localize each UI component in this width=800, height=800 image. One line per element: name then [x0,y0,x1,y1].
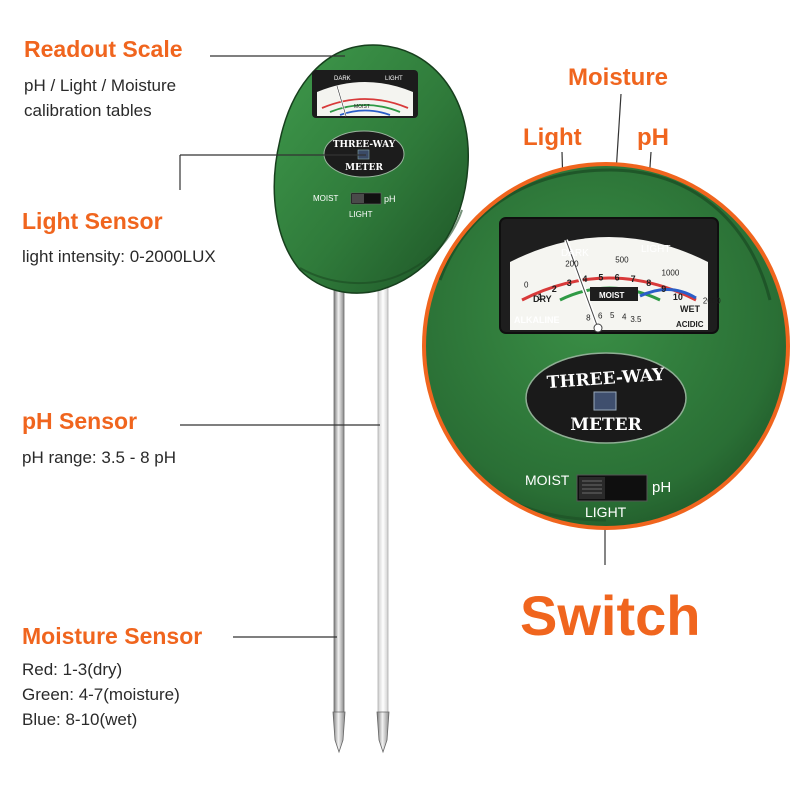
dial-tick-moist: 3 [567,278,572,288]
zoom-label-switch: Switch [520,584,701,647]
callout-readout-line: pH / Light / Moisture [24,76,177,95]
dial-tick-light: 500 [615,256,629,265]
probe-rod-left [333,284,345,716]
switch-large-moist: MOIST [525,472,570,488]
dial-scale-light: 0 200 500 1000 2000 [524,256,721,306]
switch-small-ph: pH [384,194,396,204]
dial-small-light: LIGHT [385,76,403,82]
dial-tick-ph: 4 [622,312,627,321]
zoom-label-moisture: Moisture [568,64,669,91]
light-sensor-large [593,391,617,411]
dial-band-wet [639,288,697,300]
dial-small-dark: DARK [334,76,351,82]
dial-tick-moist: 8 [646,278,651,288]
switch-small [350,192,382,205]
dial-tick-ph: 6 [598,311,603,320]
callout-ph-line: pH range: 3.5 - 8 pH [22,448,177,467]
dial-tick-ph: 8 [586,313,591,322]
dial-tick-light: 200 [565,260,579,269]
dial-large-moist: MOIST [599,291,624,300]
dial-large-light: LIGHT [641,244,670,255]
callout-readout-title: Readout Scale [24,36,183,62]
callout-readout-line: calibration tables [24,101,152,120]
dial-large-alkaline: ALKALINE [514,315,560,325]
dial-tick-moist: 6 [615,272,620,282]
dial-tick-light: 2000 [703,297,721,306]
dial-tick-moist: 4 [582,274,587,284]
switch-large-light: LIGHT [585,504,627,520]
device-small: DARK LIGHT MOIST THREE-WAY METER MOIST p… [273,44,469,754]
brand-large-bottom: METER [570,415,642,435]
probe-tip-right [376,711,390,754]
callout-light-desc: light intensity: 0-2000LUX [22,244,216,269]
probe-rod-right [377,284,389,716]
dial-large-dry: DRY [533,294,552,304]
switch-knob [579,477,605,499]
dial-tick-moist: 2 [552,284,557,294]
brand-small-top: THREE-WAY [333,140,396,150]
switch-large-ph: pH [652,479,671,496]
switch-small-light: LIGHT [349,210,373,219]
callout-light-title: Light Sensor [22,208,163,234]
callout-light-line: light intensity: 0-2000LUX [22,247,216,266]
callout-ph-desc: pH range: 3.5 - 8 pH [22,445,176,470]
probe-tip-left [332,711,346,754]
callout-ph-title: pH Sensor [22,408,138,434]
dial-tick-light: 1000 [662,268,680,277]
callout-moisture-line: Red: 1-3(dry) [22,660,123,679]
zoom-label-light: Light [523,124,582,151]
zoom-label-ph: pH [637,124,669,151]
dial-tick-moist: 9 [661,284,666,294]
dial-large-dark: DARK [561,248,589,259]
dial-large-wet: WET [680,304,700,314]
dial-tick-moist: 10 [673,292,683,302]
callout-moisture-line: Green: 4-7(moisture) [22,685,180,704]
dial-tick-moist: 1 [538,292,543,302]
callout-moisture-title: Moisture Sensor [22,623,203,649]
dial-small-moist: MOIST [354,104,370,110]
zoom-inset: DARK LIGHT DRY WET MOIST ALKALINE ACIDIC… [422,162,790,530]
dial-tick-moist: 5 [598,272,603,282]
dial-tick-ph: 3.5 [630,315,642,324]
callout-moisture-line: Blue: 8-10(wet) [22,710,138,729]
callout-moisture-desc: Red: 1-3(dry) Green: 4-7(moisture) Blue:… [22,657,180,732]
dial-tick-ph: 5 [610,311,615,320]
dial-tick-light: 0 [524,280,529,289]
callout-readout-desc: pH / Light / Moisture calibration tables [24,73,176,123]
dial-large-acidic: ACIDIC [676,320,704,329]
brand-small-bottom: METER [345,163,383,173]
switch-small-moist: MOIST [313,194,338,203]
dial-tick-moist: 7 [631,274,636,284]
